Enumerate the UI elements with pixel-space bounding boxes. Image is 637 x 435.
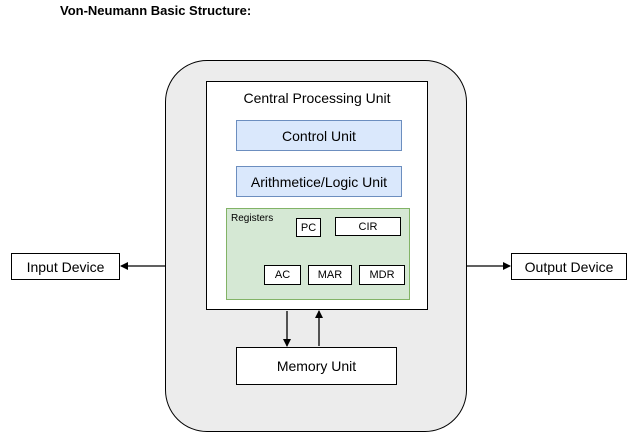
register-mar-label: MAR: [317, 269, 343, 281]
output-device-label: Output Device: [524, 258, 614, 275]
register-mdr-label: MDR: [369, 269, 395, 281]
control-unit-label: Control Unit: [282, 127, 356, 144]
alu-label: Arithmetice/Logic Unit: [250, 173, 388, 190]
registers-label: Registers: [231, 213, 274, 224]
register-ac-label: AC: [274, 269, 291, 281]
input-device-box: Input Device: [11, 253, 120, 280]
register-pc-label: PC: [300, 221, 317, 234]
register-pc: PC: [296, 218, 321, 237]
control-unit-box: Control Unit: [236, 120, 402, 151]
register-mdr: MDR: [359, 265, 405, 285]
memory-unit-label: Memory Unit: [276, 358, 357, 374]
register-cir-label: CIR: [358, 220, 378, 233]
register-ac: AC: [264, 265, 301, 285]
memory-unit-box: Memory Unit: [236, 347, 397, 385]
cpu-title: Central Processing Unit: [243, 90, 391, 106]
register-mar: MAR: [308, 265, 352, 285]
register-cir: CIR: [335, 217, 401, 236]
output-device-box: Output Device: [511, 253, 627, 280]
alu-box: Arithmetice/Logic Unit: [236, 166, 402, 197]
diagram-title: Von-Neumann Basic Structure:: [60, 3, 252, 18]
input-device-label: Input Device: [26, 258, 105, 275]
